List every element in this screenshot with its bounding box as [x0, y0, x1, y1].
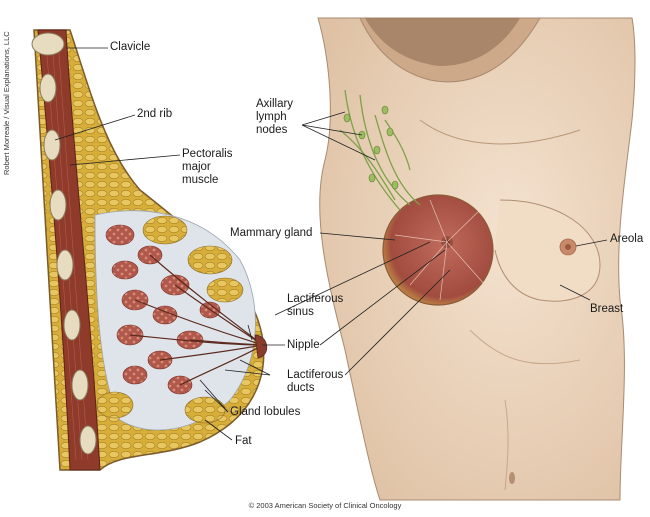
label-gland-lobules: Gland lobules	[230, 406, 301, 418]
mammary-gland-disc	[382, 194, 494, 306]
nipple-section	[254, 334, 268, 359]
label-pectoralis: Pectoralis major muscle	[182, 148, 233, 186]
label-areola: Areola	[610, 233, 644, 245]
navel	[509, 472, 515, 484]
right-breast	[494, 199, 601, 302]
ribs	[31, 32, 97, 455]
leader-lines	[54, 47, 608, 441]
label-axillary-lymph-nodes: Axillary lymph nodes	[256, 98, 294, 136]
copyright-credit: © 2003 American Society of Clinical Onco…	[248, 501, 402, 510]
label-lactiferous-sinus: Lactiferous sinus	[287, 293, 344, 318]
collarbone-line	[419, 119, 581, 145]
label-nipple: Nipple	[287, 339, 320, 351]
label-fat: Fat	[235, 435, 252, 447]
axillary-lymph-network	[339, 89, 421, 211]
illustrator-credit: Robert Morreale / Visual Explanations, L…	[2, 31, 11, 175]
label-second-rib: 2nd rib	[137, 108, 173, 120]
torso-figure	[317, 17, 636, 501]
label-breast: Breast	[590, 303, 624, 315]
label-clavicle: Clavicle	[110, 41, 151, 53]
nipple-right	[565, 244, 571, 250]
hair	[365, 18, 520, 66]
cross-section	[31, 29, 268, 471]
label-lactiferous-ducts: Lactiferous ducts	[287, 369, 344, 394]
label-mammary-gland: Mammary gland	[230, 227, 313, 239]
